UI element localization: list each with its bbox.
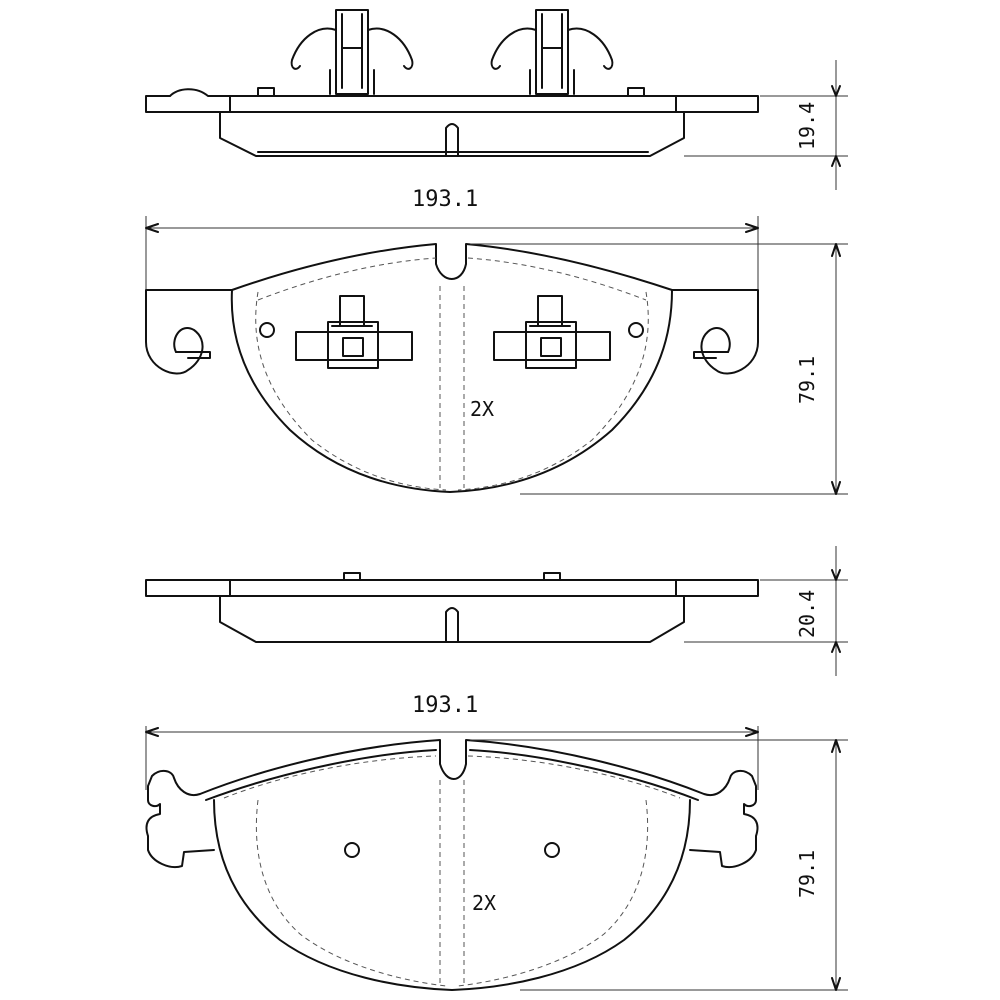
backing-plate (145, 88, 759, 113)
top-pad-quantity-label: 2X (470, 397, 494, 421)
clip-front-left (295, 295, 413, 369)
bottom-pad-side-view: 20.4 (145, 546, 848, 676)
top-pad-width-label: 193.1 (412, 187, 478, 212)
backing-plate-outline (145, 739, 759, 868)
top-pad-front-view: 193.1 2X 79. (145, 187, 848, 495)
locating-hole-right (628, 322, 644, 338)
locating-hole-left (344, 842, 360, 858)
locating-hole-right (544, 842, 560, 858)
friction-material (219, 595, 685, 643)
bottom-pad-height-label: 79.1 (795, 850, 819, 898)
top-pad-thickness-label: 19.4 (795, 102, 819, 150)
top-pad-side-view: 19.4 (145, 9, 848, 190)
bottom-pad-thickness-label: 20.4 (795, 590, 819, 638)
friction-pad-outline (213, 799, 691, 991)
bottom-pad-front-view: 193.1 2X 79.1 (145, 693, 848, 991)
top-pad-height-label: 79.1 (795, 356, 819, 404)
friction-pad-outline (230, 289, 673, 493)
wear-clip-left (290, 9, 414, 95)
bottom-pad-width-label: 193.1 (412, 693, 478, 718)
backing-plate-outline (145, 243, 759, 375)
clip-front-right (493, 295, 611, 369)
locating-hole-left (259, 322, 275, 338)
bottom-pad-quantity-label: 2X (472, 891, 496, 915)
wear-clip-right (490, 9, 614, 95)
backing-plate (145, 579, 759, 597)
friction-material (219, 111, 685, 157)
